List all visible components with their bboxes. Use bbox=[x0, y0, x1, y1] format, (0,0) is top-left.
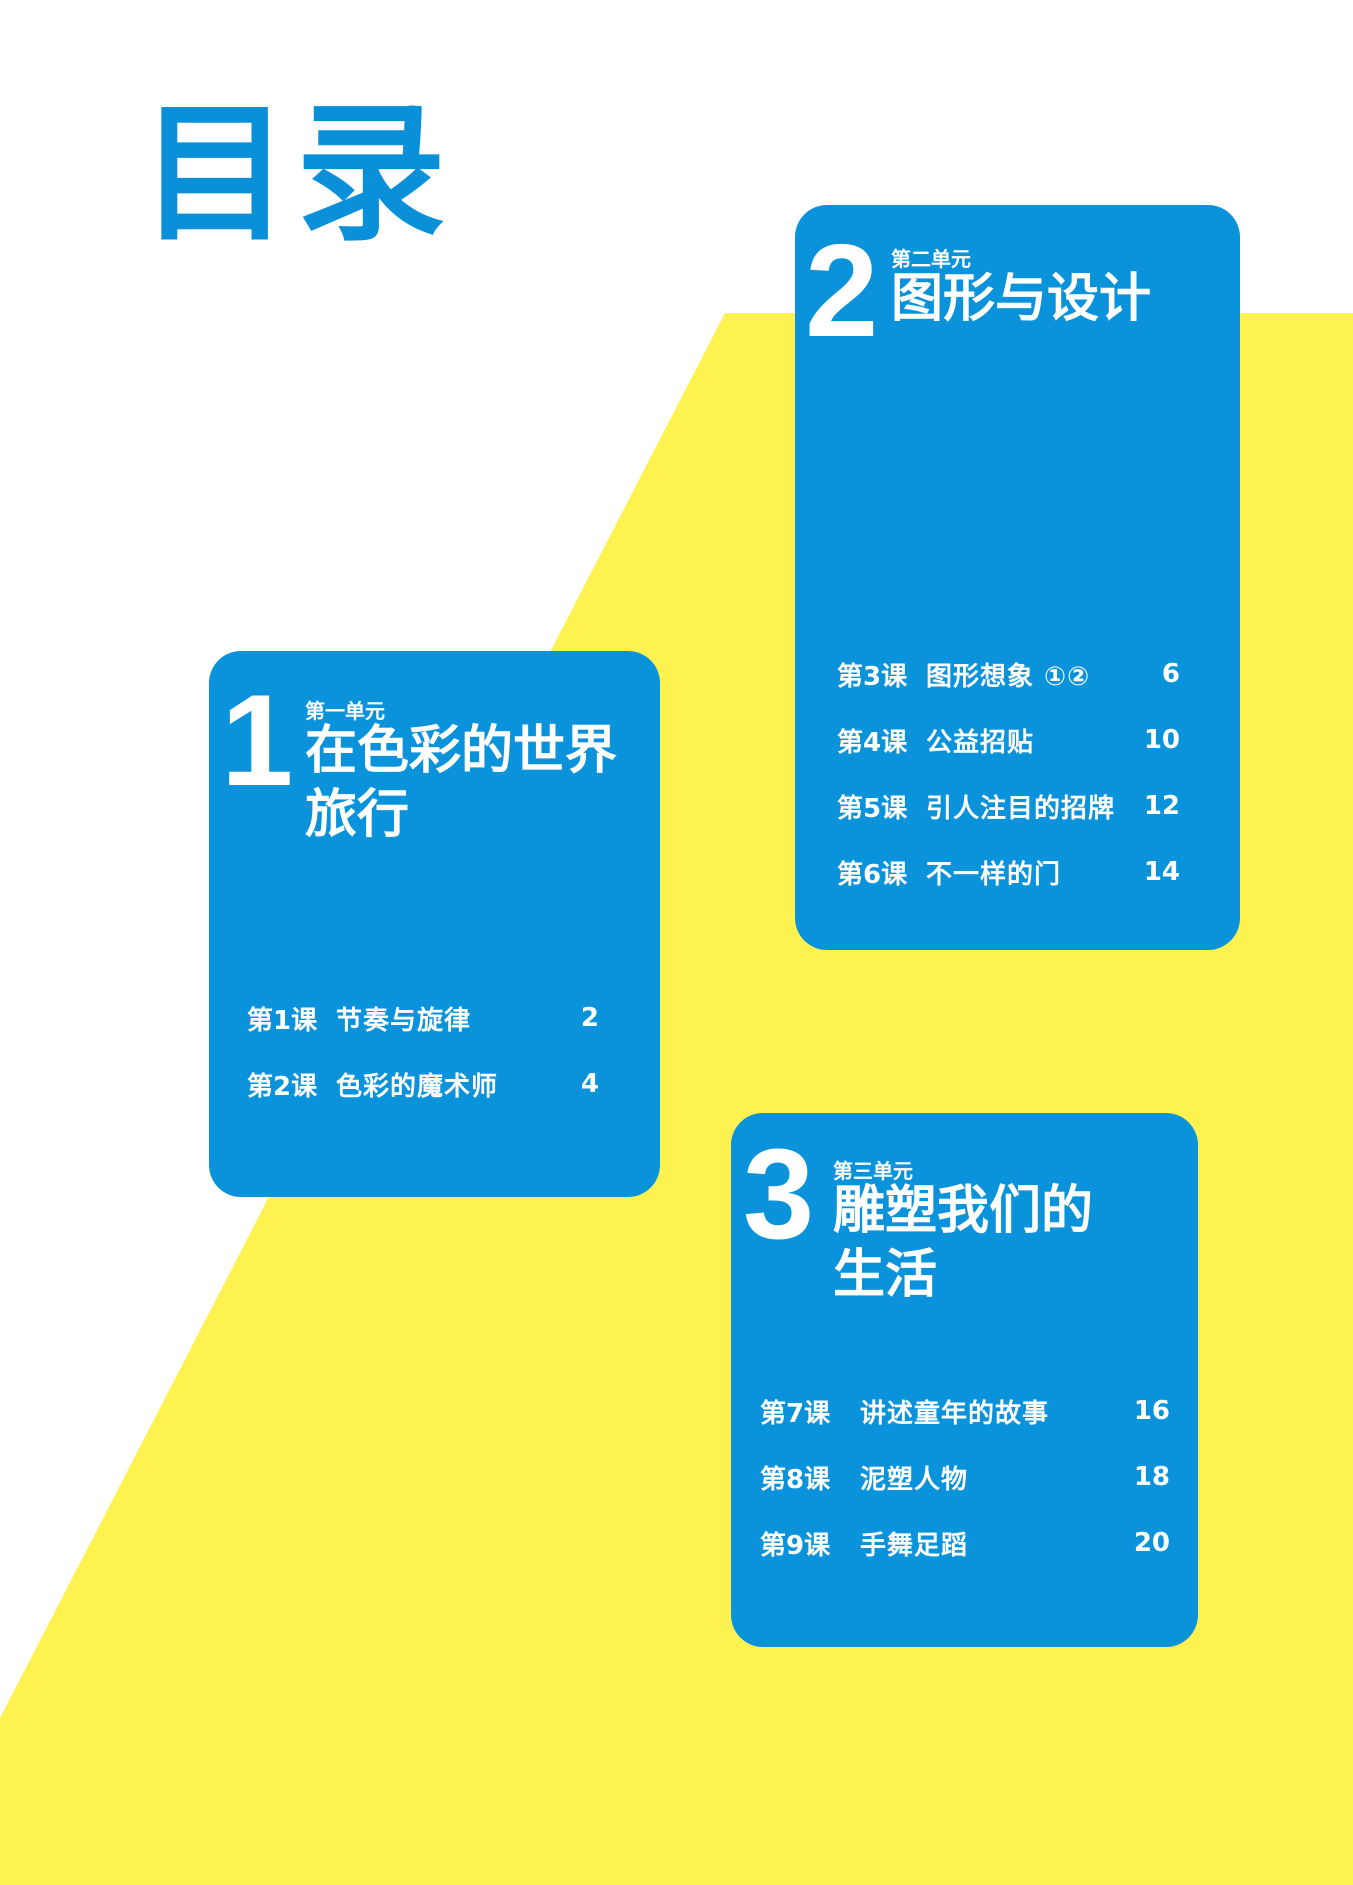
lesson-name: 图形想象 ①② bbox=[926, 661, 1091, 692]
lesson-item[interactable]: 第7课 讲述童年的故事 16 bbox=[760, 1378, 1170, 1444]
lesson-page-number: 14 bbox=[1143, 857, 1180, 887]
unit-title-line: 图形与设计 bbox=[891, 269, 1152, 329]
lesson-number: 第5课 bbox=[837, 793, 908, 824]
lesson-item[interactable]: 第4课 公益招贴 10 bbox=[837, 707, 1180, 773]
lesson-name: 节奏与旋律 bbox=[336, 1005, 472, 1036]
lesson-page-number: 20 bbox=[1133, 1528, 1170, 1558]
unit-card-3: 3 第三单元 雕塑我们的 生活 第7课 讲述童年的故事 16 第8课 泥塑人物 … bbox=[731, 1113, 1198, 1647]
lesson-name: 手舞足蹈 bbox=[860, 1530, 969, 1561]
lesson-name: 泥塑人物 bbox=[860, 1464, 969, 1495]
unit-title: 在色彩的世界 旅行 bbox=[305, 719, 617, 847]
lesson-number: 第8课 bbox=[760, 1464, 831, 1495]
lesson-name: 引人注目的招牌 bbox=[926, 793, 1116, 824]
lesson-number: 第4课 bbox=[837, 727, 908, 758]
lesson-number: 第9课 bbox=[760, 1530, 831, 1561]
lesson-list: 第1课 节奏与旋律 2 第2课 色彩的魔术师 4 bbox=[247, 985, 599, 1117]
lesson-number: 第7课 bbox=[760, 1398, 831, 1429]
unit-card-1: 1 第一单元 在色彩的世界 旅行 第1课 节奏与旋律 2 第2课 色彩的魔术师 … bbox=[209, 651, 660, 1197]
unit-title-line: 旅行 bbox=[305, 785, 410, 845]
lesson-number: 第1课 bbox=[247, 1005, 318, 1036]
lesson-number: 第6课 bbox=[837, 859, 908, 890]
lesson-number: 第2课 bbox=[247, 1071, 318, 1102]
lesson-page-number: 4 bbox=[580, 1069, 599, 1099]
lesson-page-number: 18 bbox=[1133, 1462, 1170, 1492]
unit-number: 2 bbox=[805, 217, 879, 364]
lesson-name: 色彩的魔术师 bbox=[336, 1071, 499, 1102]
lesson-item[interactable]: 第1课 节奏与旋律 2 bbox=[247, 985, 599, 1051]
unit-number: 1 bbox=[221, 667, 294, 813]
lesson-name: 不一样的门 bbox=[926, 859, 1062, 890]
unit-card-2: 2 第二单元 图形与设计 第3课 图形想象 ①② 6 第4课 公益招贴 10 第… bbox=[795, 205, 1240, 950]
lesson-item[interactable]: 第5课 引人注目的招牌 12 bbox=[837, 773, 1180, 839]
lesson-name: 公益招贴 bbox=[926, 727, 1035, 758]
lesson-page-number: 10 bbox=[1143, 725, 1180, 755]
unit-subtitle: 第三单元 bbox=[833, 1159, 913, 1183]
unit-subtitle: 第二单元 bbox=[891, 247, 971, 271]
unit-title-line: 生活 bbox=[833, 1245, 938, 1305]
lesson-list: 第3课 图形想象 ①② 6 第4课 公益招贴 10 第5课 引人注目的招牌 12… bbox=[837, 641, 1180, 905]
unit-title: 雕塑我们的 生活 bbox=[833, 1179, 1093, 1307]
lesson-item[interactable]: 第6课 不一样的门 14 bbox=[837, 839, 1180, 905]
lesson-item[interactable]: 第3课 图形想象 ①② 6 bbox=[837, 641, 1180, 707]
lesson-page-number: 6 bbox=[1161, 659, 1180, 689]
lesson-list: 第7课 讲述童年的故事 16 第8课 泥塑人物 18 第9课 手舞足蹈 20 bbox=[760, 1378, 1170, 1576]
unit-title-line: 雕塑我们的 bbox=[833, 1181, 1094, 1241]
unit-number: 3 bbox=[743, 1123, 815, 1266]
unit-subtitle: 第一单元 bbox=[305, 699, 385, 723]
unit-title: 图形与设计 bbox=[891, 267, 1151, 331]
page-title: 目录 bbox=[140, 88, 453, 262]
lesson-item[interactable]: 第9课 手舞足蹈 20 bbox=[760, 1510, 1170, 1576]
lesson-page-number: 12 bbox=[1143, 791, 1180, 821]
lesson-item[interactable]: 第8课 泥塑人物 18 bbox=[760, 1444, 1170, 1510]
unit-title-line: 在色彩的世界 bbox=[305, 721, 618, 781]
lesson-item[interactable]: 第2课 色彩的魔术师 4 bbox=[247, 1051, 599, 1117]
lesson-page-number: 2 bbox=[580, 1003, 599, 1033]
lesson-page-number: 16 bbox=[1133, 1396, 1170, 1426]
lesson-name: 讲述童年的故事 bbox=[860, 1398, 1050, 1429]
lesson-number: 第3课 bbox=[837, 661, 908, 692]
